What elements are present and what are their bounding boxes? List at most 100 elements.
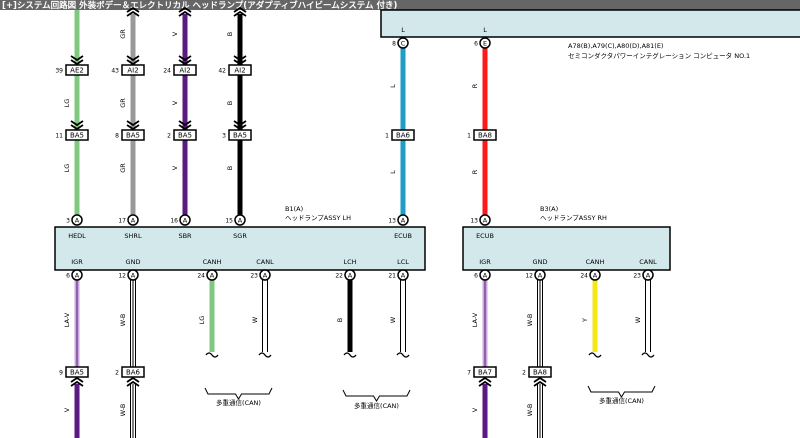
ecu-name: セミコンダクタパワーインテグレーション コンピュータ NO.1 xyxy=(568,51,750,60)
pin-number: 24 xyxy=(580,272,588,279)
pin-terminal: A13 xyxy=(388,214,409,226)
chevron-down-icon xyxy=(126,120,140,131)
pin-terminal: A 23 xyxy=(633,269,654,281)
pin-letter: A xyxy=(483,216,488,224)
pin-terminal: A21 xyxy=(388,269,409,281)
connector-name: AI2 xyxy=(234,67,245,75)
pin-terminal: A24 xyxy=(197,269,218,281)
connector-pin-number: 1 xyxy=(467,133,471,140)
wire-color-label: V xyxy=(171,165,179,170)
terminal-label: GND xyxy=(126,258,141,266)
can-bus-label: 多重通信(CAN) xyxy=(354,401,399,410)
connector-name: BA5 xyxy=(70,369,84,377)
can-bus-label: 多重通信(CAN) xyxy=(599,396,644,405)
terminal-label: CANL xyxy=(256,258,274,266)
connector-name: AI2 xyxy=(179,67,190,75)
wire-color-label: LA-V xyxy=(63,312,71,327)
pin-number: 15 xyxy=(225,217,233,224)
pin-number: 6 xyxy=(474,40,478,47)
connector-name: BA5 xyxy=(126,132,140,140)
pin-terminal: E6 xyxy=(474,37,491,49)
group-brace xyxy=(204,387,273,400)
chevron-up-icon xyxy=(70,376,84,387)
pin-letter: E xyxy=(483,39,487,47)
pin-number: 17 xyxy=(118,217,126,224)
wire-color-label: LG xyxy=(198,316,206,325)
wire-color-label: LG xyxy=(63,164,71,173)
terminal-label: SGR xyxy=(233,232,247,240)
headlamp-rh-name: ヘッドランプASSY RH xyxy=(540,214,607,222)
connector-pin-number: 8 xyxy=(115,133,119,140)
pin-number: 23 xyxy=(250,272,258,279)
wire-break-icon xyxy=(396,352,410,358)
group-brace xyxy=(587,385,656,398)
wire-color-label: B xyxy=(226,32,234,36)
group-brace xyxy=(342,389,411,402)
terminal-label: CANH xyxy=(586,258,605,266)
pin-letter: A xyxy=(646,271,651,279)
wire-color-label: W xyxy=(251,316,259,323)
pin-number: 22 xyxy=(335,272,343,279)
pin-number: 23 xyxy=(633,272,641,279)
connector: BA5 8 xyxy=(115,129,145,141)
diagram-title: [+]システム回路図 外装ボデー＆エレクトリカル ヘッドランプ(アダプティブハイ… xyxy=(2,0,397,11)
pin-terminal: A17 xyxy=(118,214,139,226)
wire-color-label: W xyxy=(389,316,397,323)
wire-color-label: V xyxy=(171,31,179,36)
pin-letter: A xyxy=(210,271,215,279)
chevron-up-icon xyxy=(126,6,140,17)
pin-number: 13 xyxy=(388,217,396,224)
wire-color-label: R xyxy=(471,169,479,174)
terminal-label: ECUB xyxy=(476,232,494,240)
chevron-down-icon xyxy=(178,120,192,131)
chevron-up-icon xyxy=(126,376,140,387)
connector-pin-number: 39 xyxy=(55,68,63,75)
wire-color-label: GR xyxy=(119,163,127,173)
terminal-label: GND xyxy=(533,258,548,266)
pin-terminal: A6 xyxy=(66,269,83,281)
terminal-label: LCL xyxy=(397,258,409,266)
pin-terminal: A6 xyxy=(474,269,491,281)
wire-color-label: V xyxy=(471,407,479,412)
chevron-down-icon xyxy=(126,55,140,66)
connector-name: BA6 xyxy=(396,132,411,140)
title-bar xyxy=(0,0,800,10)
pin-letter: A xyxy=(263,271,268,279)
pin-terminal: A3 xyxy=(66,214,83,226)
terminal-label: SHRL xyxy=(124,232,142,240)
pin-number: 6 xyxy=(66,272,70,279)
can-bus-label: 多重通信(CAN) xyxy=(216,398,261,407)
pin-letter: A xyxy=(238,216,243,224)
headlamp-rh-id: B3(A) xyxy=(540,205,558,213)
chevron-up-icon xyxy=(478,376,492,387)
pin-letter: A xyxy=(348,271,353,279)
connector-name: BA6 xyxy=(126,369,141,377)
pin-terminal: A 24 xyxy=(580,269,601,281)
terminal-label: CANH xyxy=(203,258,222,266)
pin-letter: A xyxy=(483,271,488,279)
wire-color-label: W-B xyxy=(526,314,534,327)
pin-terminal: A12 xyxy=(118,269,139,281)
wire-color-label: W-B xyxy=(119,404,127,417)
ecu-terminal-label: L xyxy=(483,26,487,34)
connector-name: BA7 xyxy=(478,369,492,377)
wire-color-label: GR xyxy=(119,29,127,39)
wire-break-icon xyxy=(641,352,655,358)
connector-pin-number: 2 xyxy=(522,370,526,377)
ecu-box xyxy=(380,9,800,38)
headlamp-rh-box xyxy=(462,226,671,271)
pin-letter: A xyxy=(75,216,80,224)
pin-letter: A xyxy=(593,271,598,279)
connector-pin-number: 43 xyxy=(111,68,119,75)
chevron-down-icon xyxy=(70,55,84,66)
wire-color-label: L xyxy=(389,170,397,174)
terminal-label: HEDL xyxy=(68,232,86,240)
wire-color-label: LG xyxy=(63,99,71,108)
